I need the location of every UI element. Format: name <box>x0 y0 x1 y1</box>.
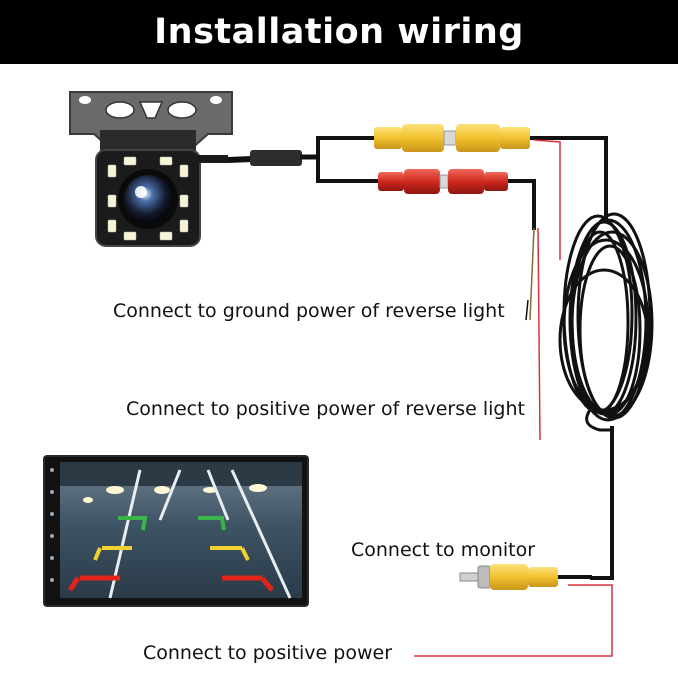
label-positive-power: Connect to positive power <box>143 642 393 664</box>
label-ground-reverse-light: Connect to ground power of reverse light <box>113 300 505 322</box>
page-title: Installation wiring <box>154 12 524 52</box>
monitor-rca-connector-icon <box>414 564 613 657</box>
title-bar: Installation wiring <box>0 0 678 64</box>
camera-cable <box>227 136 378 183</box>
car-monitor-icon <box>43 455 309 607</box>
leader-ticks <box>525 299 529 321</box>
backup-camera-icon <box>69 91 233 247</box>
label-monitor: Connect to monitor <box>351 539 536 561</box>
coiled-cable-icon <box>558 212 654 580</box>
power-leads <box>529 139 561 441</box>
label-positive-reverse-light: Connect to positive power of reverse lig… <box>126 398 525 420</box>
rca-yellow-connector-icon <box>374 124 608 222</box>
rca-red-connector-icon <box>378 169 536 230</box>
